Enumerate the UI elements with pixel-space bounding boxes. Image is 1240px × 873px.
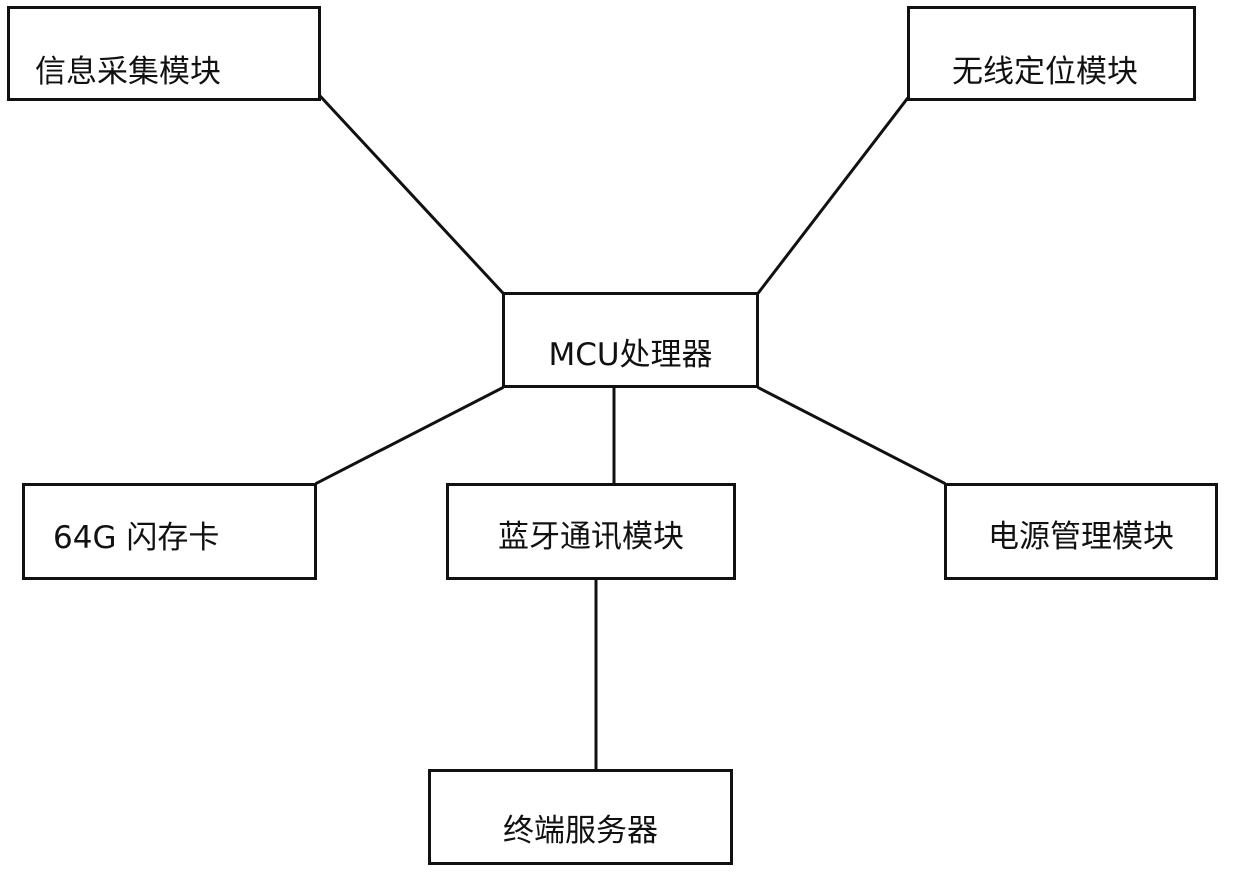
node-label: 终端服务器 [503,816,658,847]
node-64g-flash-card: 64G 闪存卡 [22,483,317,580]
node-mcu-processor: MCU处理器 [502,292,759,388]
node-power-management-module: 电源管理模块 [944,483,1218,580]
node-label: 蓝牙通讯模块 [498,522,684,553]
node-label: 电源管理模块 [988,522,1174,553]
node-terminal-server: 终端服务器 [428,769,733,865]
edge-mcu-to-flash [317,388,502,483]
node-label: 64G 闪存卡 [53,523,219,554]
node-label: 无线定位模块 [952,57,1138,88]
node-wireless-positioning-module: 无线定位模块 [907,6,1196,101]
node-label: 信息采集模块 [35,57,221,88]
edge-info-to-mcu [321,97,502,292]
node-label: MCU处理器 [548,340,712,371]
edge-mcu-to-power [759,388,944,483]
node-info-collection-module: 信息采集模块 [7,6,321,101]
node-bluetooth-communication-module: 蓝牙通讯模块 [446,483,736,580]
edge-wireless-to-mcu [759,99,907,292]
